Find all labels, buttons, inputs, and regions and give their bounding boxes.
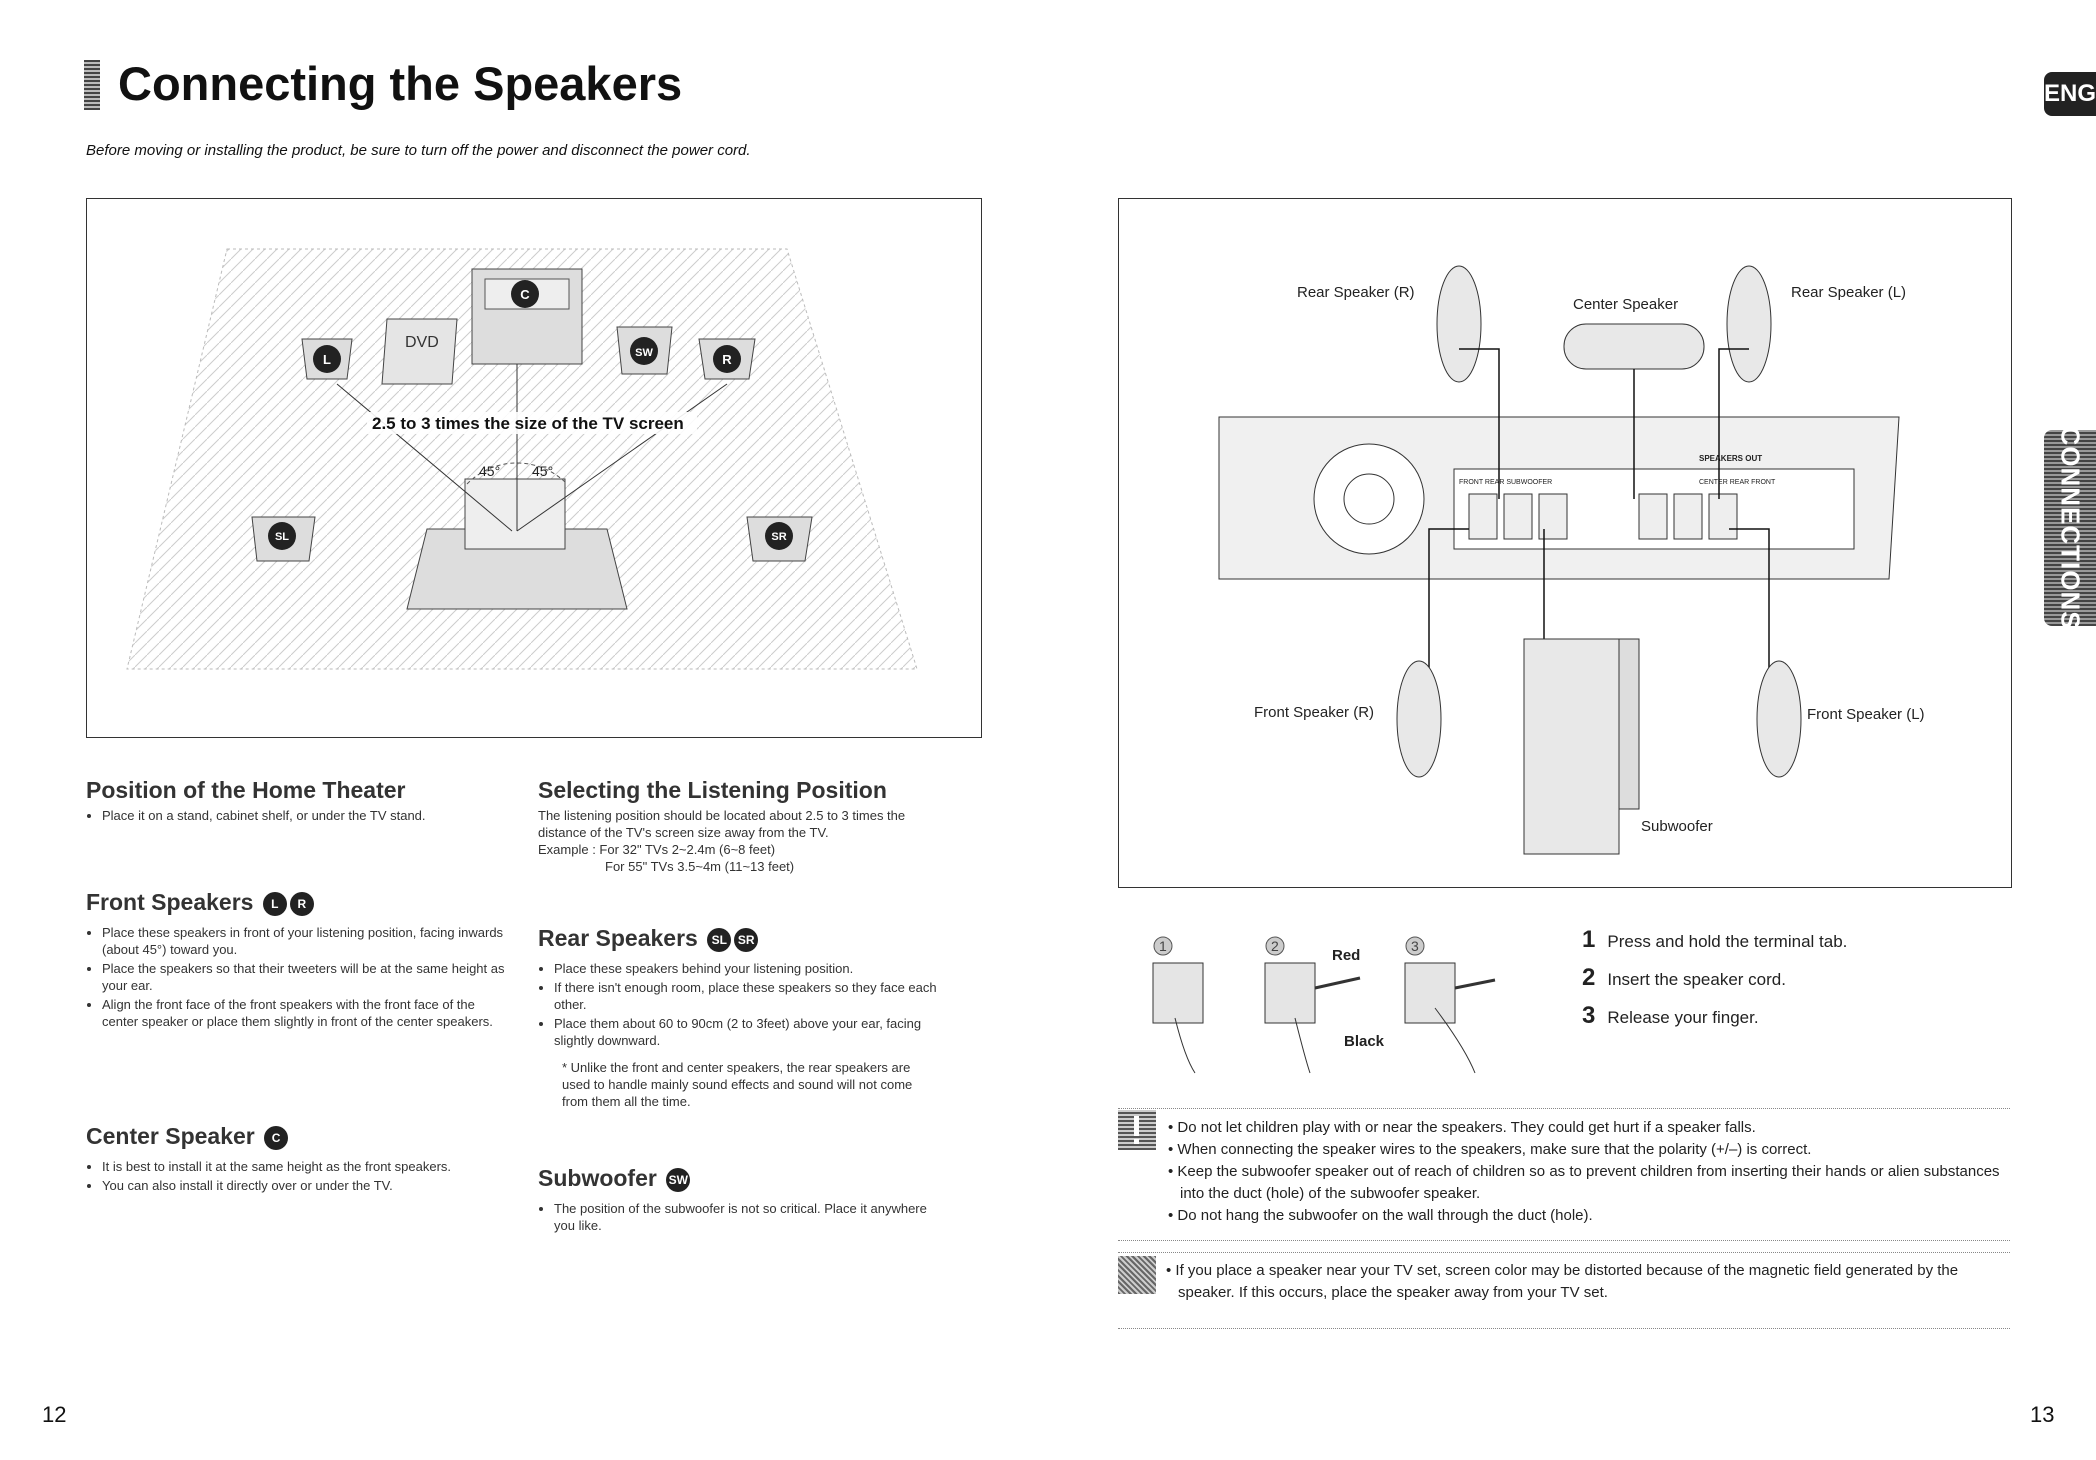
speaker-badge-c: C [511,280,539,308]
caution-divider-top [1118,1108,2010,1109]
red-wire-label: Red [1332,947,1360,964]
caution-item: • When connecting the speaker wires to t… [1168,1141,1812,1158]
language-tab: ENG [2044,72,2096,116]
svg-text:C: C [520,287,530,302]
badge-sw: SW [666,1168,691,1192]
speaker-badge-sw: SW [630,337,658,365]
black-wire-label: Black [1344,1033,1385,1050]
list-item: Place the speakers so that their tweeter… [102,960,506,994]
note-divider-top [1118,1252,2010,1253]
section-center-heading: Center Speaker [86,1123,255,1150]
note-text: • If you place a speaker near your TV se… [1166,1262,1959,1301]
caution-item: • Do not let children play with or near … [1168,1119,1756,1136]
distance-label: 2.5 to 3 times the size of the TV screen [372,414,684,433]
list-item: It is best to install it at the same hei… [102,1158,506,1175]
section-front-heading: Front Speakers [86,889,254,916]
angle-left-label: 45° [479,463,500,479]
rear-speaker-r-label: Rear Speaker (R) [1297,284,1415,301]
list-item: Place them about 60 to 90cm (2 to 3feet)… [554,1015,938,1049]
page-number-right: 13 [2030,1402,2055,1427]
svg-text:SL: SL [275,531,289,543]
speaker-badge-l: L [313,345,341,373]
caution-item: • Keep the subwoofer speaker out of reac… [1168,1163,2000,1202]
list-item: If there isn't enough room, place these … [554,979,938,1013]
dvd-label: DVD [405,334,439,351]
list-item: Place these speakers behind your listeni… [554,960,938,977]
svg-text:SR: SR [771,531,786,543]
badge-c: C [264,1126,289,1150]
step-number-3: 3 [1411,938,1419,954]
page-number-left: 12 [42,1402,67,1427]
note-divider-bottom [1118,1328,2010,1329]
speaker-badge-sr: SR [765,522,793,550]
terminal-left-label: FRONT REAR SUBWOOFER [1459,479,1552,486]
section-subwoofer-heading: Subwoofer [538,1165,657,1192]
badge-r: R [289,892,314,916]
section-listening-position: Selecting the Listening Position The lis… [538,777,938,875]
caution-icon [1118,1110,1156,1150]
section-position-heading: Position of the Home Theater [86,777,406,803]
section-center-speaker: Center Speaker C It is best to install i… [86,1123,506,1196]
caution-divider-bottom [1118,1240,2010,1241]
list-item: Align the front face of the front speake… [102,996,506,1030]
wiring-illustration: SPEAKERS OUT FRONT REAR SUBWOOFER CENTER… [1218,265,1925,855]
caution-item: • Do not hang the subwoofer on the wall … [1168,1207,1593,1224]
speakers-out-label: SPEAKERS OUT [1699,454,1762,463]
room-illustration: DVD L C SW R SL SR 2.5 to 3 times the si… [126,248,918,670]
listening-example-2: For 55" TVs 3.5~4m (11~13 feet) [605,859,795,874]
badge-sr: SR [734,928,759,952]
speaker-placement-diagram: DVD L C SW R SL SR 2.5 to 3 times the si… [86,198,982,738]
page-subtitle: Before moving or installing the product,… [86,142,751,159]
listening-text: The listening position should be located… [538,808,906,840]
badge-l: L [262,892,287,916]
section-position: Position of the Home Theater Place it on… [86,777,506,826]
list-item: Place these speakers in front of your li… [102,924,506,958]
section-tab-label: CONNECTIONS [2055,426,2086,630]
svg-text:L: L [323,352,331,367]
svg-text:R: R [722,352,732,367]
front-speaker-r-label: Front Speaker (R) [1254,704,1374,721]
page-title: Connecting the Speakers [118,57,683,110]
terminal-right-label: CENTER REAR FRONT [1699,479,1776,486]
badge-sl: SL [707,928,732,952]
listening-example: Example : For 32" TVs 2~2.4m (6~8 feet) [538,842,776,857]
section-listening-heading: Selecting the Listening Position [538,777,887,803]
step-number-2: 2 [1271,938,1279,954]
caution-list: • Do not let children play with or near … [1168,1117,2008,1227]
list-item: Place it on a stand, cabinet shelf, or u… [102,807,506,824]
list-item: The position of the subwoofer is not so … [554,1200,938,1234]
center-speaker-label: Center Speaker [1573,296,1678,313]
title-bar-decoration [84,60,100,110]
rear-footnote: * Unlike the front and center speakers, … [562,1060,913,1109]
svg-text:SW: SW [635,347,653,359]
terminal-illustration: 1 2 3 Red Black [1135,928,1555,1078]
angle-right-label: 45° [532,463,553,479]
speaker-badge-sl: SL [268,522,296,550]
section-front-speakers: Front Speakers LR Place these speakers i… [86,889,506,1032]
list-item: You can also install it directly over or… [102,1177,506,1194]
speaker-wiring-diagram: SPEAKERS OUT FRONT REAR SUBWOOFER CENTER… [1118,198,2012,888]
section-subwoofer: Subwoofer SW The position of the subwoof… [538,1165,938,1236]
section-rear-heading: Rear Speakers [538,925,698,952]
speaker-badge-r: R [713,345,741,373]
step-number-1: 1 [1159,938,1167,954]
section-tab: CONNECTIONS [2044,426,2096,630]
note-icon [1118,1256,1156,1294]
rear-speaker-l-label: Rear Speaker (L) [1791,284,1906,301]
front-speaker-l-label: Front Speaker (L) [1807,706,1925,723]
subwoofer-label: Subwoofer [1641,818,1713,835]
